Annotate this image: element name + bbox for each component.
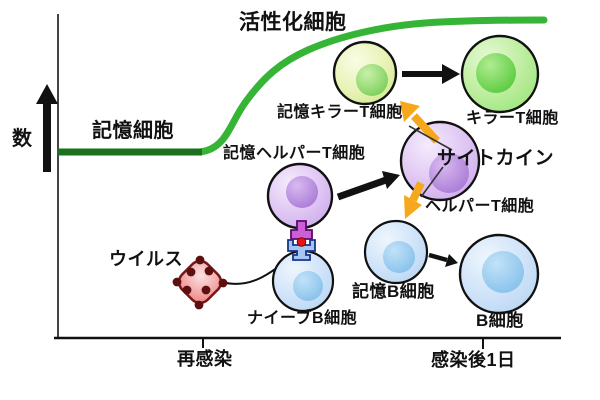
memory-helper-t-label: 記憶ヘルパーT細胞 bbox=[223, 145, 366, 162]
naive-b-label: ナイーブB細胞 bbox=[247, 310, 358, 327]
activated-cells-curve bbox=[196, 16, 548, 156]
b-cell-label: B細胞 bbox=[476, 311, 524, 330]
cytokine-leader-line-down bbox=[420, 166, 444, 198]
arrow-memory-b-to-b-icon bbox=[428, 252, 458, 267]
killer-t-label: キラーT細胞 bbox=[466, 110, 559, 127]
antigen-dot-icon bbox=[296, 237, 307, 247]
memory-b-label: 記憶B細胞 bbox=[352, 282, 435, 301]
y-axis-label: 数 bbox=[12, 128, 33, 150]
arrow-memory-killer-to-killer-icon bbox=[402, 64, 460, 84]
b-cell-nucleus bbox=[482, 251, 524, 293]
memory-killer-t-nucleus bbox=[356, 64, 388, 96]
memory-killer-t-label: 記憶キラーT細胞 bbox=[277, 104, 403, 121]
x-tick-day1-label: 感染後1日 bbox=[431, 350, 516, 370]
cytokine-arrow-up-icon bbox=[400, 101, 440, 144]
helper-t-nucleus bbox=[429, 153, 469, 193]
virus-spots bbox=[172, 255, 228, 310]
x-tick-reinfection-label: 再感染 bbox=[177, 349, 233, 369]
memory-b-nucleus bbox=[383, 241, 415, 273]
activated-cells-label: 活性化細胞 bbox=[239, 11, 347, 34]
virus-label: ウイルス bbox=[109, 249, 183, 269]
naive-b-nucleus bbox=[293, 271, 323, 301]
tcr-receptor-icon bbox=[290, 220, 313, 240]
arrow-memory-helper-to-helper-icon bbox=[336, 171, 400, 201]
cytokine-label: サイトカイン bbox=[437, 148, 555, 169]
memory-helper-t-nucleus bbox=[286, 176, 318, 208]
killer-t-nucleus bbox=[476, 53, 516, 93]
cytokine-arrow-down-icon bbox=[404, 181, 425, 219]
y-axis-up-arrow-icon bbox=[36, 84, 58, 172]
memory-cells-label: 記憶細胞 bbox=[92, 120, 174, 142]
helper-t-label: ヘルパーT細胞 bbox=[425, 198, 535, 215]
cytokine-leader-line-up bbox=[408, 125, 453, 151]
